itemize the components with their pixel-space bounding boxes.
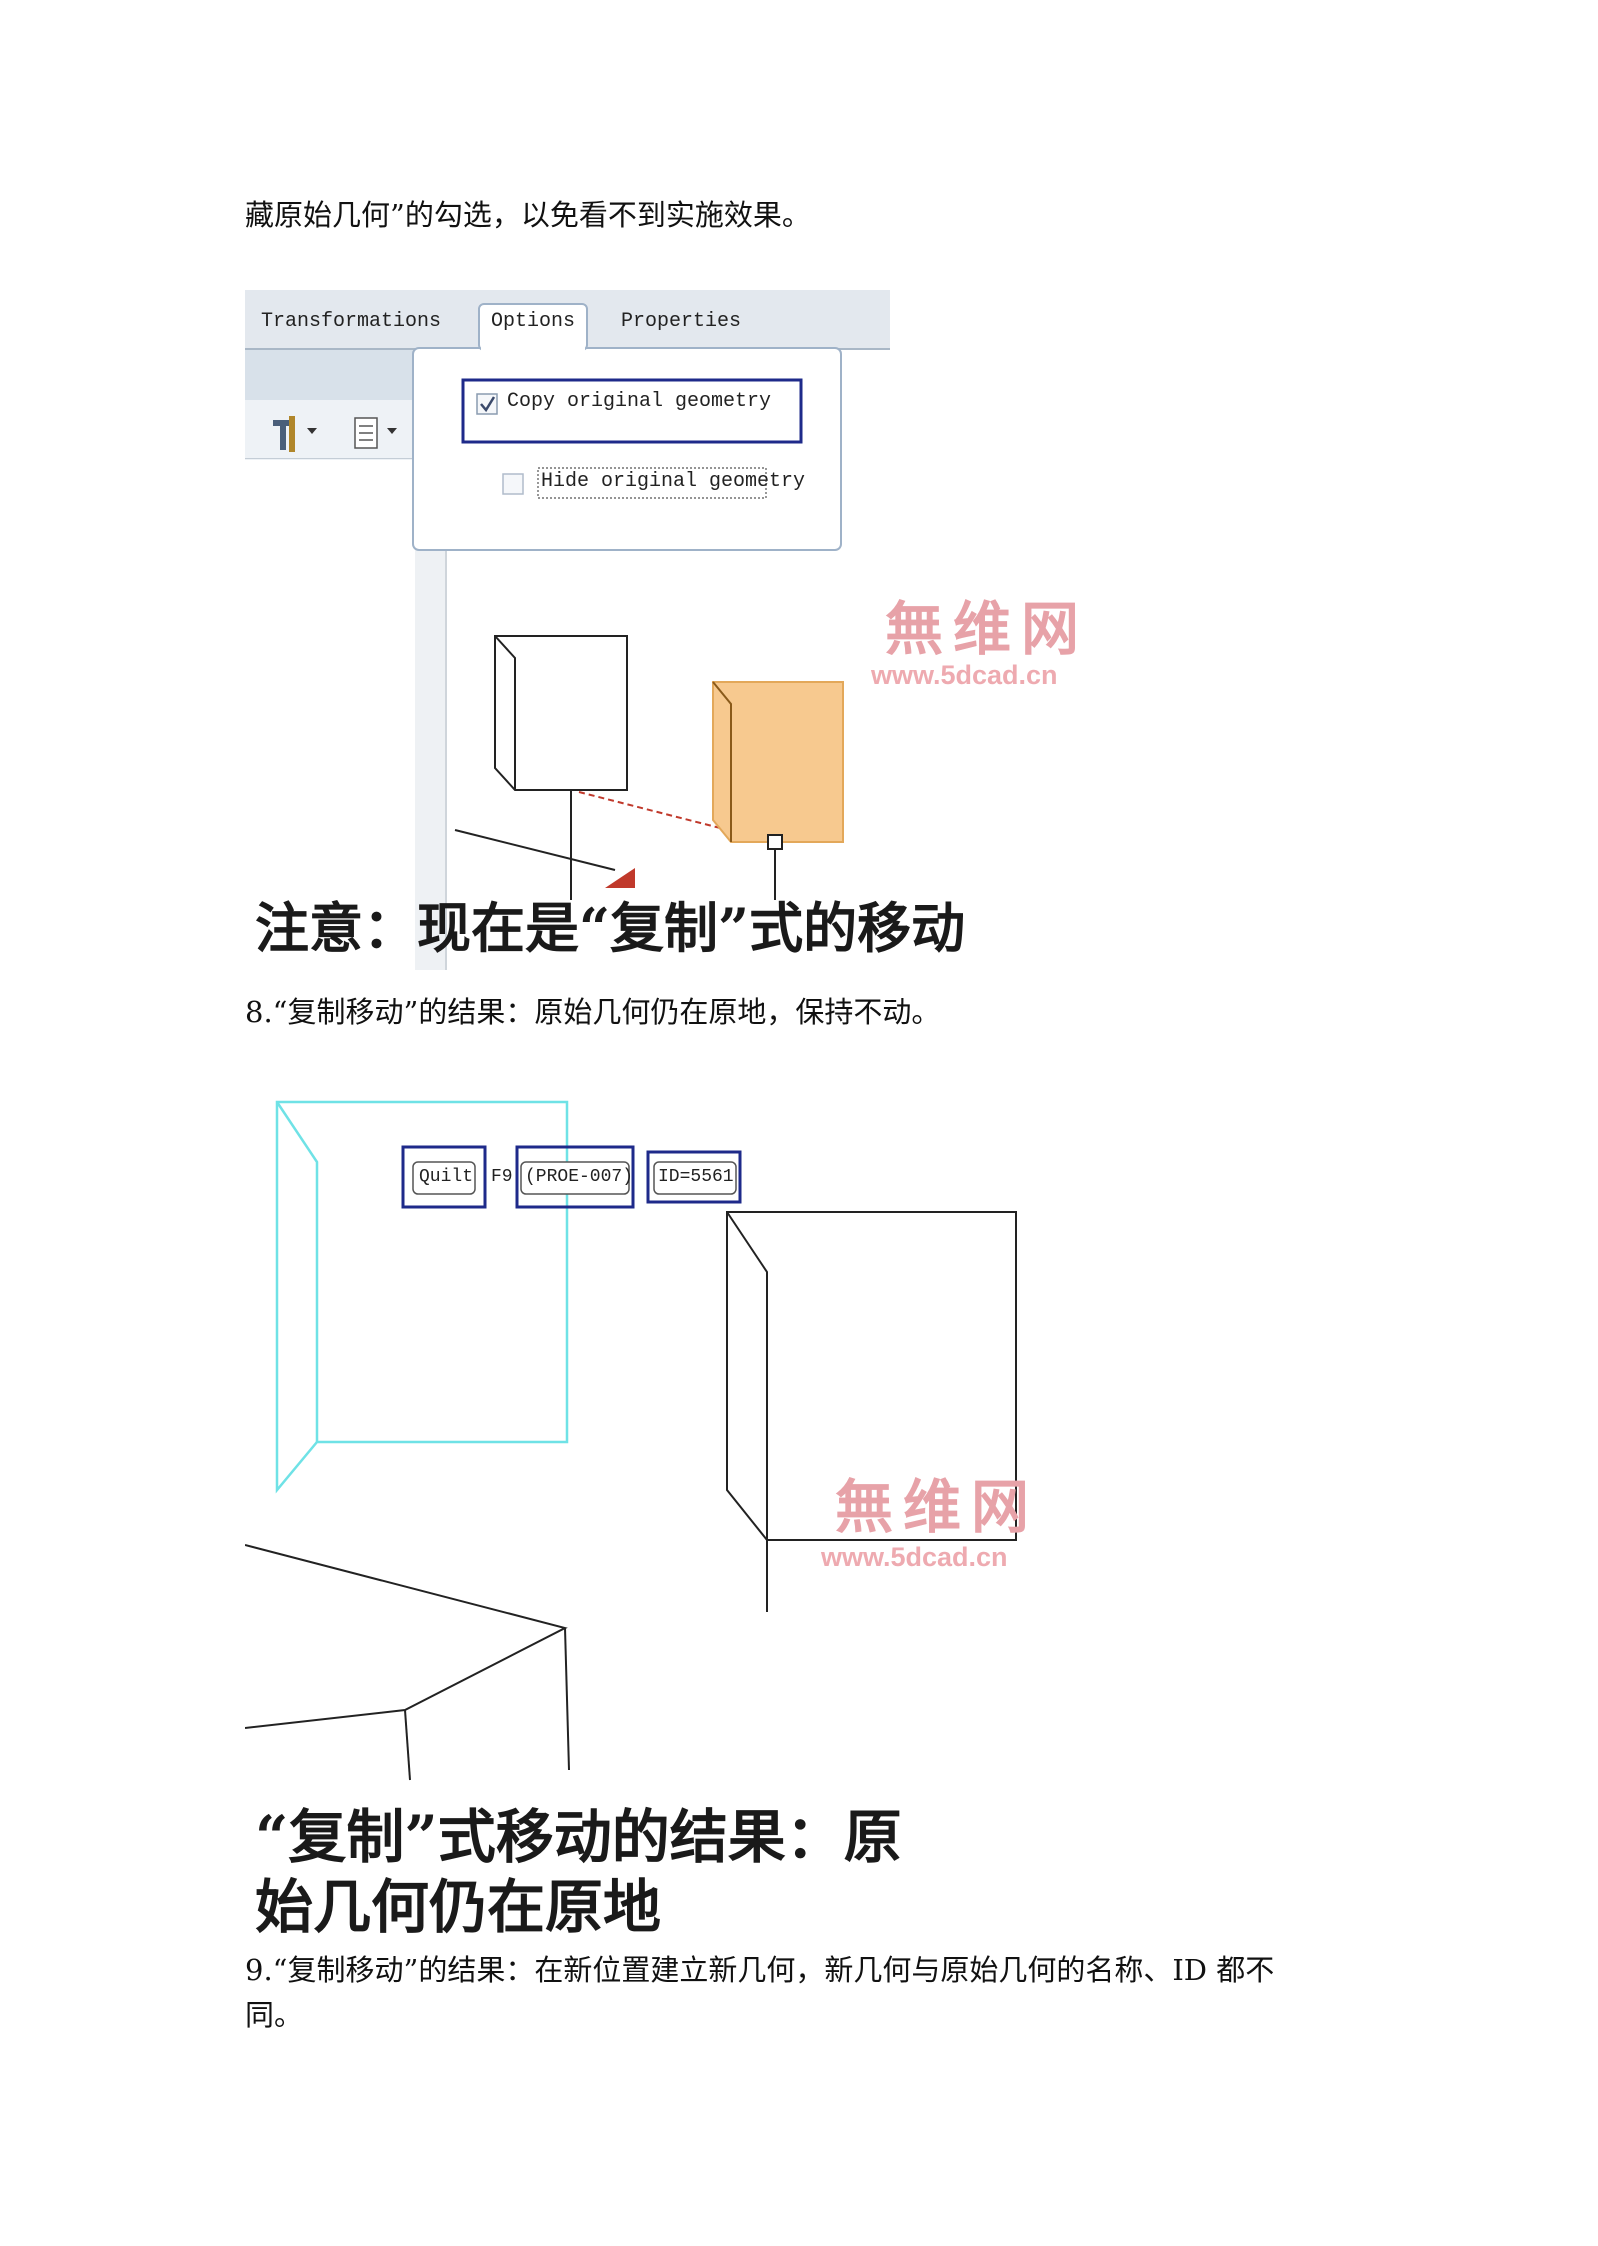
tab-properties[interactable]: Properties xyxy=(621,310,742,333)
paragraph-3-line-1: 9.“复制移动”的结果：在新位置建立新几何，新几何与原始几何的名称、ID 都不 xyxy=(245,1953,1275,1987)
figure-2-copy-move-result: Quilt F9 (PROE-007) ID=5561 無维网 www.5dca… xyxy=(245,1090,1145,1941)
watermark-logo: 無维网 xyxy=(885,595,1090,663)
paragraph-1: 藏原始几何”的勾选，以免看不到实施效果。 xyxy=(245,198,811,232)
figure-2-graphics xyxy=(245,1100,1017,1781)
watermark-url: www.5dcad.cn xyxy=(821,1542,1008,1572)
tab-options[interactable]: Options xyxy=(491,310,576,333)
tag-id: ID=5561 xyxy=(658,1167,734,1187)
paragraph-2: 8.“复制移动”的结果：原始几何仍在原地，保持不动。 xyxy=(245,995,941,1029)
hide-original-geometry-checkbox[interactable]: Hide original geometry xyxy=(541,470,806,493)
tab-transformations[interactable]: Transformations xyxy=(261,310,442,333)
paragraph-3-line-2: 同。 xyxy=(245,1998,304,2032)
figure-2-caption-line-2: 始几何仍在原地 xyxy=(255,1873,662,1941)
watermark-url: www.5dcad.cn xyxy=(871,660,1058,690)
tag-feature-number: F9 xyxy=(491,1167,513,1187)
figure-1-graphics xyxy=(245,290,890,970)
figure-2-caption-line-1: “复制”式移动的结果：原 xyxy=(255,1803,902,1871)
copy-original-geometry-checkbox[interactable]: Copy original geometry xyxy=(507,390,772,413)
figure-1-options-dialog: Transformations Options Properties Copy … xyxy=(245,290,1145,970)
list-icon[interactable] xyxy=(354,417,397,449)
tag-quilt: Quilt xyxy=(419,1167,474,1187)
tool-icon[interactable] xyxy=(273,416,317,452)
tag-model-name: (PROE-007) xyxy=(525,1167,634,1187)
figure-1-caption: 注意：现在是“复制”式的移动 xyxy=(255,896,966,960)
watermark-logo: 無维网 xyxy=(835,1473,1040,1541)
